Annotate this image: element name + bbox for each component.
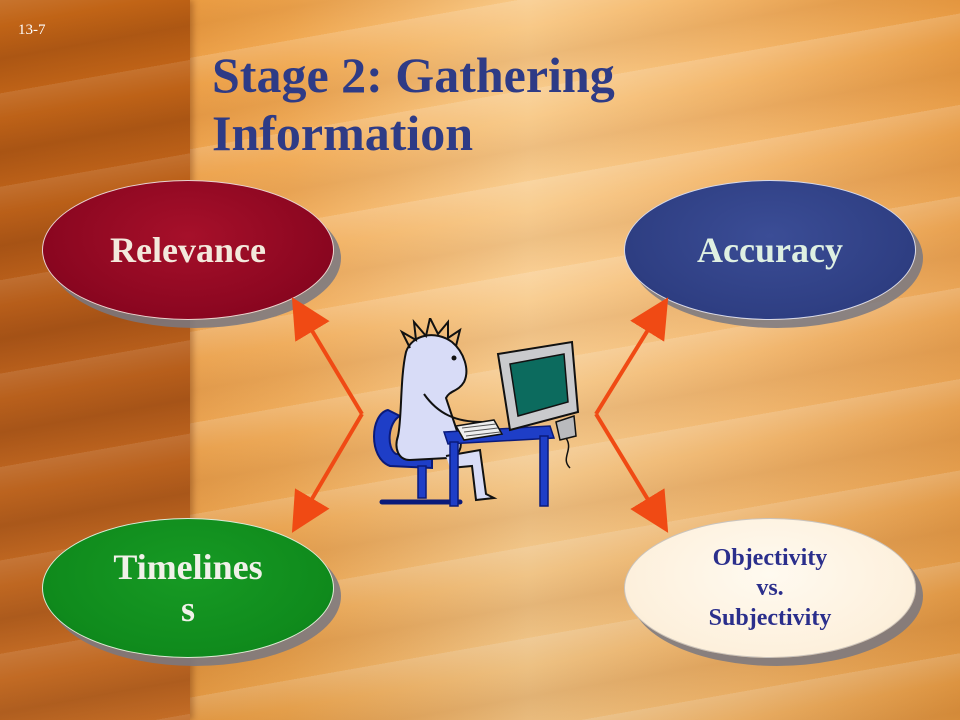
objectivity-label-line-3: Subjectivity (708, 605, 832, 631)
person-at-computer-icon (373, 318, 580, 507)
accuracy-label: Accuracy (697, 230, 843, 270)
arrow-to-objectivity (594, 412, 669, 533)
chair-icon (373, 408, 463, 505)
timeliness-label-line-1: Timelines (113, 547, 263, 587)
objectivity-label: Objectivity vs. Subjectivity (709, 543, 832, 633)
left-arrow-group (291, 297, 364, 533)
objectivity-ellipse: Objectivity vs. Subjectivity (624, 518, 916, 658)
keyboard-icon (454, 419, 504, 441)
timeliness-ellipse: Timelines s (42, 518, 334, 658)
slide-number: 13-7 (18, 22, 46, 38)
slide-title: Stage 2: Gathering Information (212, 47, 615, 161)
monitor-icon (496, 340, 580, 469)
objectivity-label-line-1: Objectivity (712, 545, 828, 571)
person-body-icon (395, 318, 498, 502)
arrow-to-relevance (291, 297, 364, 416)
arrow-to-accuracy (594, 297, 669, 416)
accuracy-ellipse: Accuracy (624, 180, 916, 320)
relevance-label: Relevance (110, 230, 266, 270)
relevance-ellipse: Relevance (42, 180, 334, 320)
objectivity-label-line-2: vs. (756, 575, 784, 601)
timeliness-label-line-2: s (180, 589, 195, 629)
timeliness-label: Timelines s (113, 546, 262, 630)
arrow-to-timeliness (291, 412, 364, 533)
right-arrow-group (594, 297, 669, 533)
